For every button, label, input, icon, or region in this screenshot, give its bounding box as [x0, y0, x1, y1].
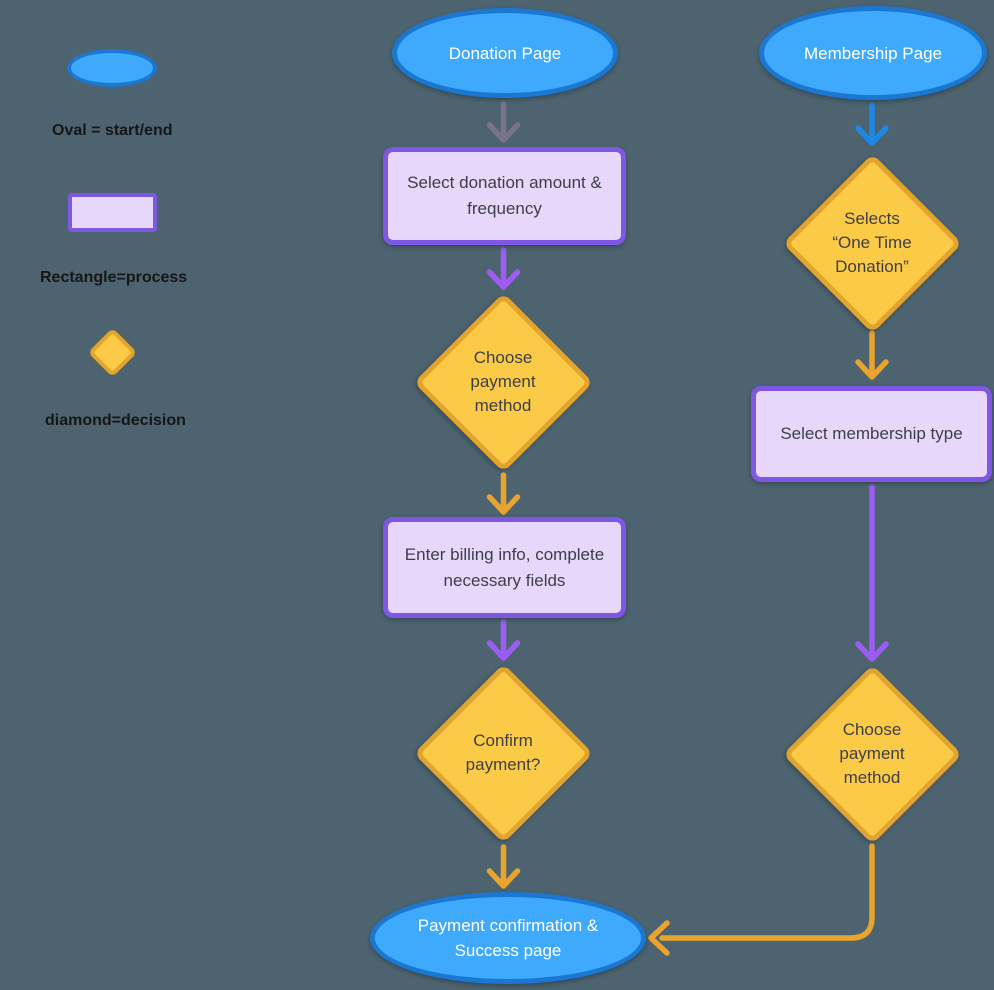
connector-choose2-to-success-icon — [648, 843, 875, 956]
node-confirm-payment: Confirm payment? — [413, 663, 593, 843]
node-donation-page-label: Donation Page — [448, 43, 562, 63]
node-selects-one-time-donation: Selects “One Time Donation” — [782, 153, 962, 333]
node-choose-payment-method-2-label: Choose payment method — [839, 720, 905, 787]
node-choose-payment-method-2: Choose payment method — [782, 664, 962, 844]
legend-diamond-inner — [87, 327, 137, 377]
node-payment-confirmation: Payment confirmation & Success page — [370, 892, 646, 984]
legend-diamond-shape — [87, 327, 137, 377]
legend-oval-shape — [67, 49, 157, 87]
arrow-selects-to-type-icon — [855, 330, 889, 380]
node-enter-billing-info-label: Enter billing info, complete necessary f… — [404, 544, 605, 590]
arrow-choose1-to-billing-icon — [486, 472, 521, 515]
legend-diamond-label: diamond=decision — [45, 412, 186, 429]
node-payment-confirmation-label: Payment confirmation & Success page — [417, 916, 599, 960]
node-choose-payment-method-1: Choose payment method — [413, 292, 593, 472]
node-selects-one-time-donation-label: Selects “One Time Donation” — [832, 209, 912, 276]
arrow-membership-to-selects-icon — [855, 102, 889, 146]
node-choose-payment-method-1-label: Choose payment method — [470, 348, 536, 415]
arrow-select-to-choose1-icon — [486, 247, 521, 290]
arrow-billing-to-confirm-icon — [486, 619, 521, 661]
node-select-donation-amount: Select donation amount & frequency — [383, 147, 626, 245]
node-select-membership-type-label: Select membership type — [780, 424, 963, 443]
node-donation-page: Donation Page — [392, 8, 618, 98]
arrow-confirm-to-success-icon — [486, 844, 521, 889]
node-membership-page-label: Membership Page — [804, 43, 942, 63]
node-select-donation-amount-label: Select donation amount & frequency — [407, 173, 602, 218]
legend-oval-label: Oval = start/end — [52, 122, 173, 139]
arrow-type-to-choose2-icon — [855, 484, 889, 662]
legend-rectangle-shape — [68, 193, 157, 232]
arrow-donation-to-select-icon — [486, 101, 521, 143]
node-confirm-payment-label: Confirm payment? — [465, 731, 541, 774]
legend-rectangle-label: Rectangle=process — [40, 269, 188, 286]
node-enter-billing-info: Enter billing info, complete necessary f… — [383, 517, 626, 618]
node-membership-page: Membership Page — [759, 6, 987, 100]
node-select-membership-type: Select membership type — [751, 386, 992, 482]
